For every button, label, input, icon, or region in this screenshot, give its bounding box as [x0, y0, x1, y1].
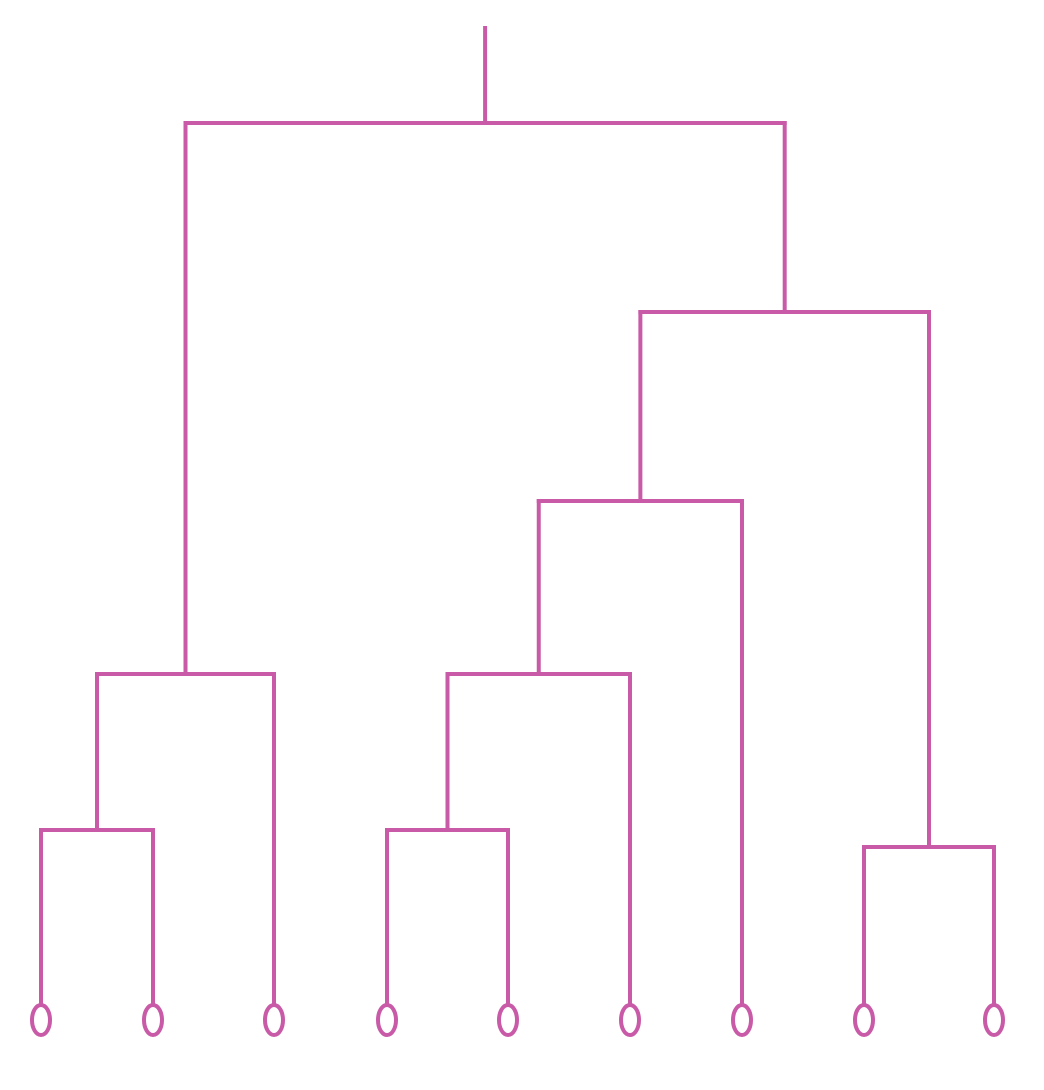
leaf-node	[497, 1003, 519, 1037]
dendrogram-leaves	[30, 1003, 1005, 1037]
leaf-node	[853, 1003, 875, 1037]
leaf-node	[263, 1003, 285, 1037]
leaf-node	[983, 1003, 1005, 1037]
leaf-node	[619, 1003, 641, 1037]
leaf-node	[142, 1003, 164, 1037]
dendrogram-branches	[39, 26, 996, 1032]
leaf-node	[30, 1003, 52, 1037]
leaf-node	[376, 1003, 398, 1037]
leaf-node	[731, 1003, 753, 1037]
